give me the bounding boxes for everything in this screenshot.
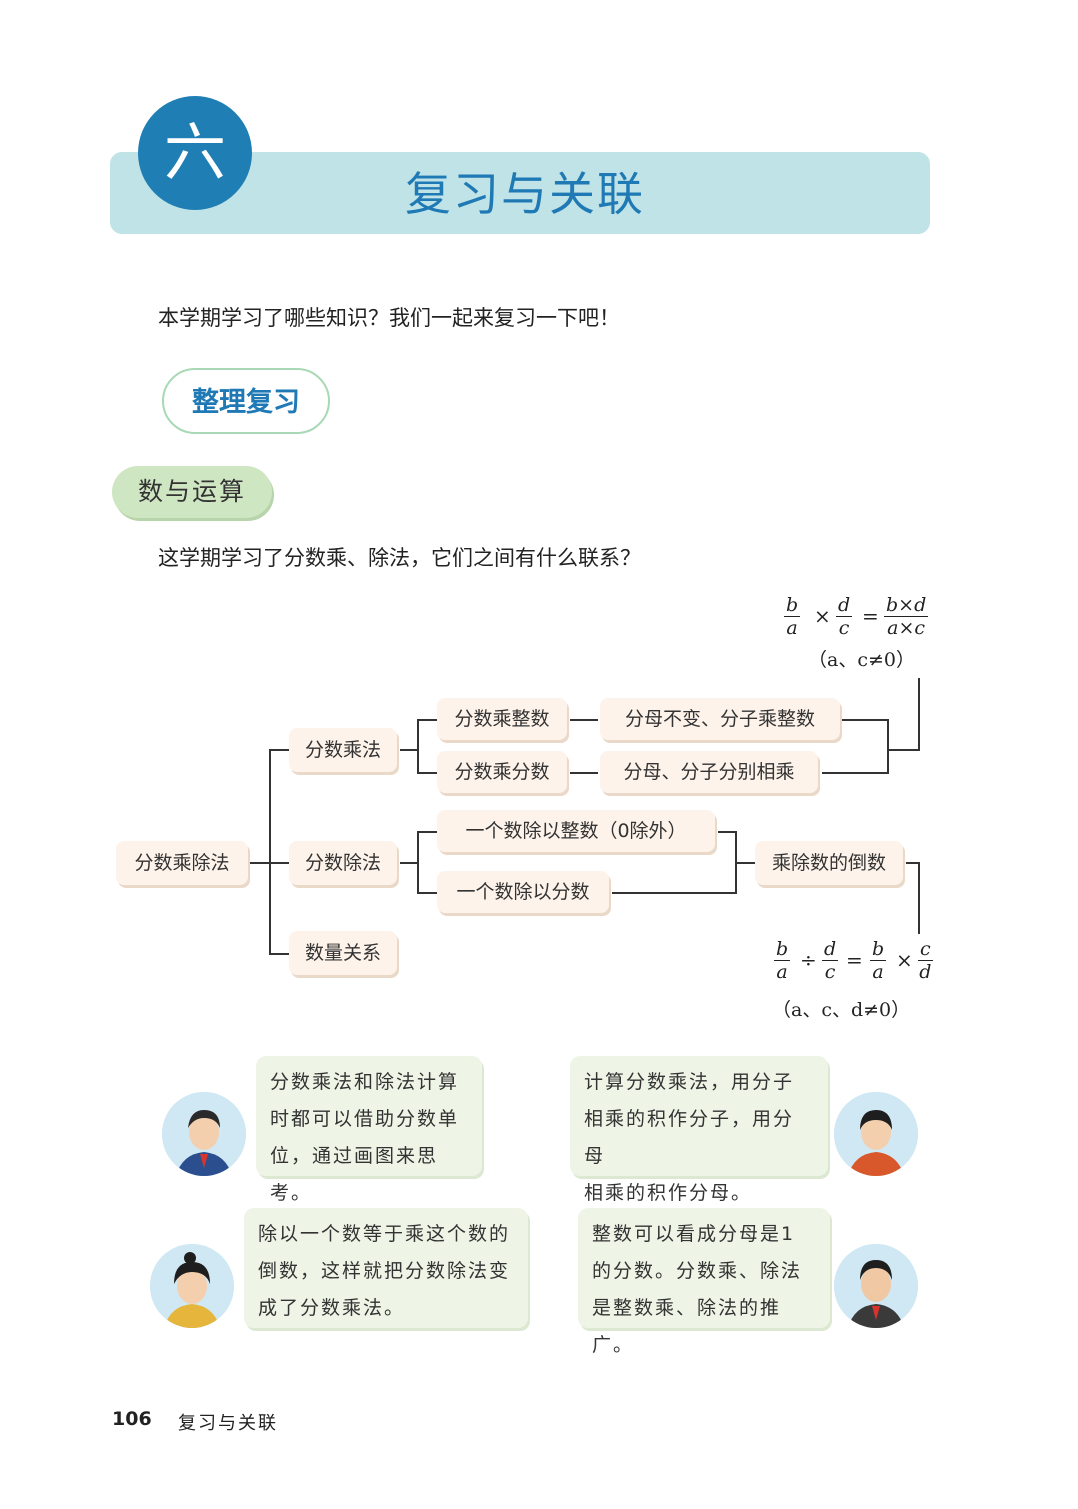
speech-bubble: 计算分数乘法，用分子 相乘的积作分子，用分母 相乘的积作分母。: [570, 1056, 828, 1204]
intro-text: 本学期学习了哪些知识？我们一起来复习一下吧！: [158, 306, 620, 330]
review-heading: 整理复习: [162, 368, 330, 434]
node-quantity-relation: 数量关系: [289, 931, 397, 975]
node-reciprocal: 乘除数的倒数: [755, 841, 903, 885]
chapter-title: 复习与关联: [405, 167, 645, 221]
avatar-boy-3: [834, 1244, 918, 1328]
node-rule-fraction: 分母、分子分别相乘: [600, 751, 818, 793]
node-mult-integer: 分数乘整数: [437, 698, 567, 740]
node-multiplication: 分数乘法: [289, 728, 397, 772]
formula-multiplication-condition: （a、c≠0）: [808, 649, 915, 671]
avatar-girl: [150, 1244, 234, 1328]
chapter-number-badge: 六: [138, 96, 252, 210]
question-text: 这学期学习了分数乘、除法，它们之间有什么联系？: [158, 546, 641, 570]
node-root: 分数乘除法: [116, 841, 248, 885]
node-rule-integer: 分母不变、分子乘整数: [600, 698, 840, 740]
speech-bubble: 分数乘法和除法计算 时都可以借助分数单 位，通过画图来思考。: [256, 1056, 482, 1204]
avatar-boy-1: [162, 1092, 246, 1176]
node-mult-fraction: 分数乘分数: [437, 751, 567, 793]
section-heading: 数与运算: [112, 466, 272, 518]
formula-division-condition: （a、c、d≠0）: [772, 999, 911, 1021]
page-footer-label: 复习与关联: [178, 1413, 278, 1434]
speech-bubble: 除以一个数等于乘这个数的 倒数，这样就把分数除法变 成了分数乘法。: [244, 1208, 528, 1328]
speech-bubble: 整数可以看成分母是1 的分数。分数乘、除法 是整数乘、除法的推广。: [578, 1208, 830, 1356]
node-div-fraction: 一个数除以分数: [437, 871, 609, 913]
page-number: 106: [112, 1408, 152, 1430]
avatar-boy-2: [834, 1092, 918, 1176]
node-div-integer: 一个数除以整数（0除外）: [437, 810, 715, 852]
node-division: 分数除法: [289, 841, 397, 885]
